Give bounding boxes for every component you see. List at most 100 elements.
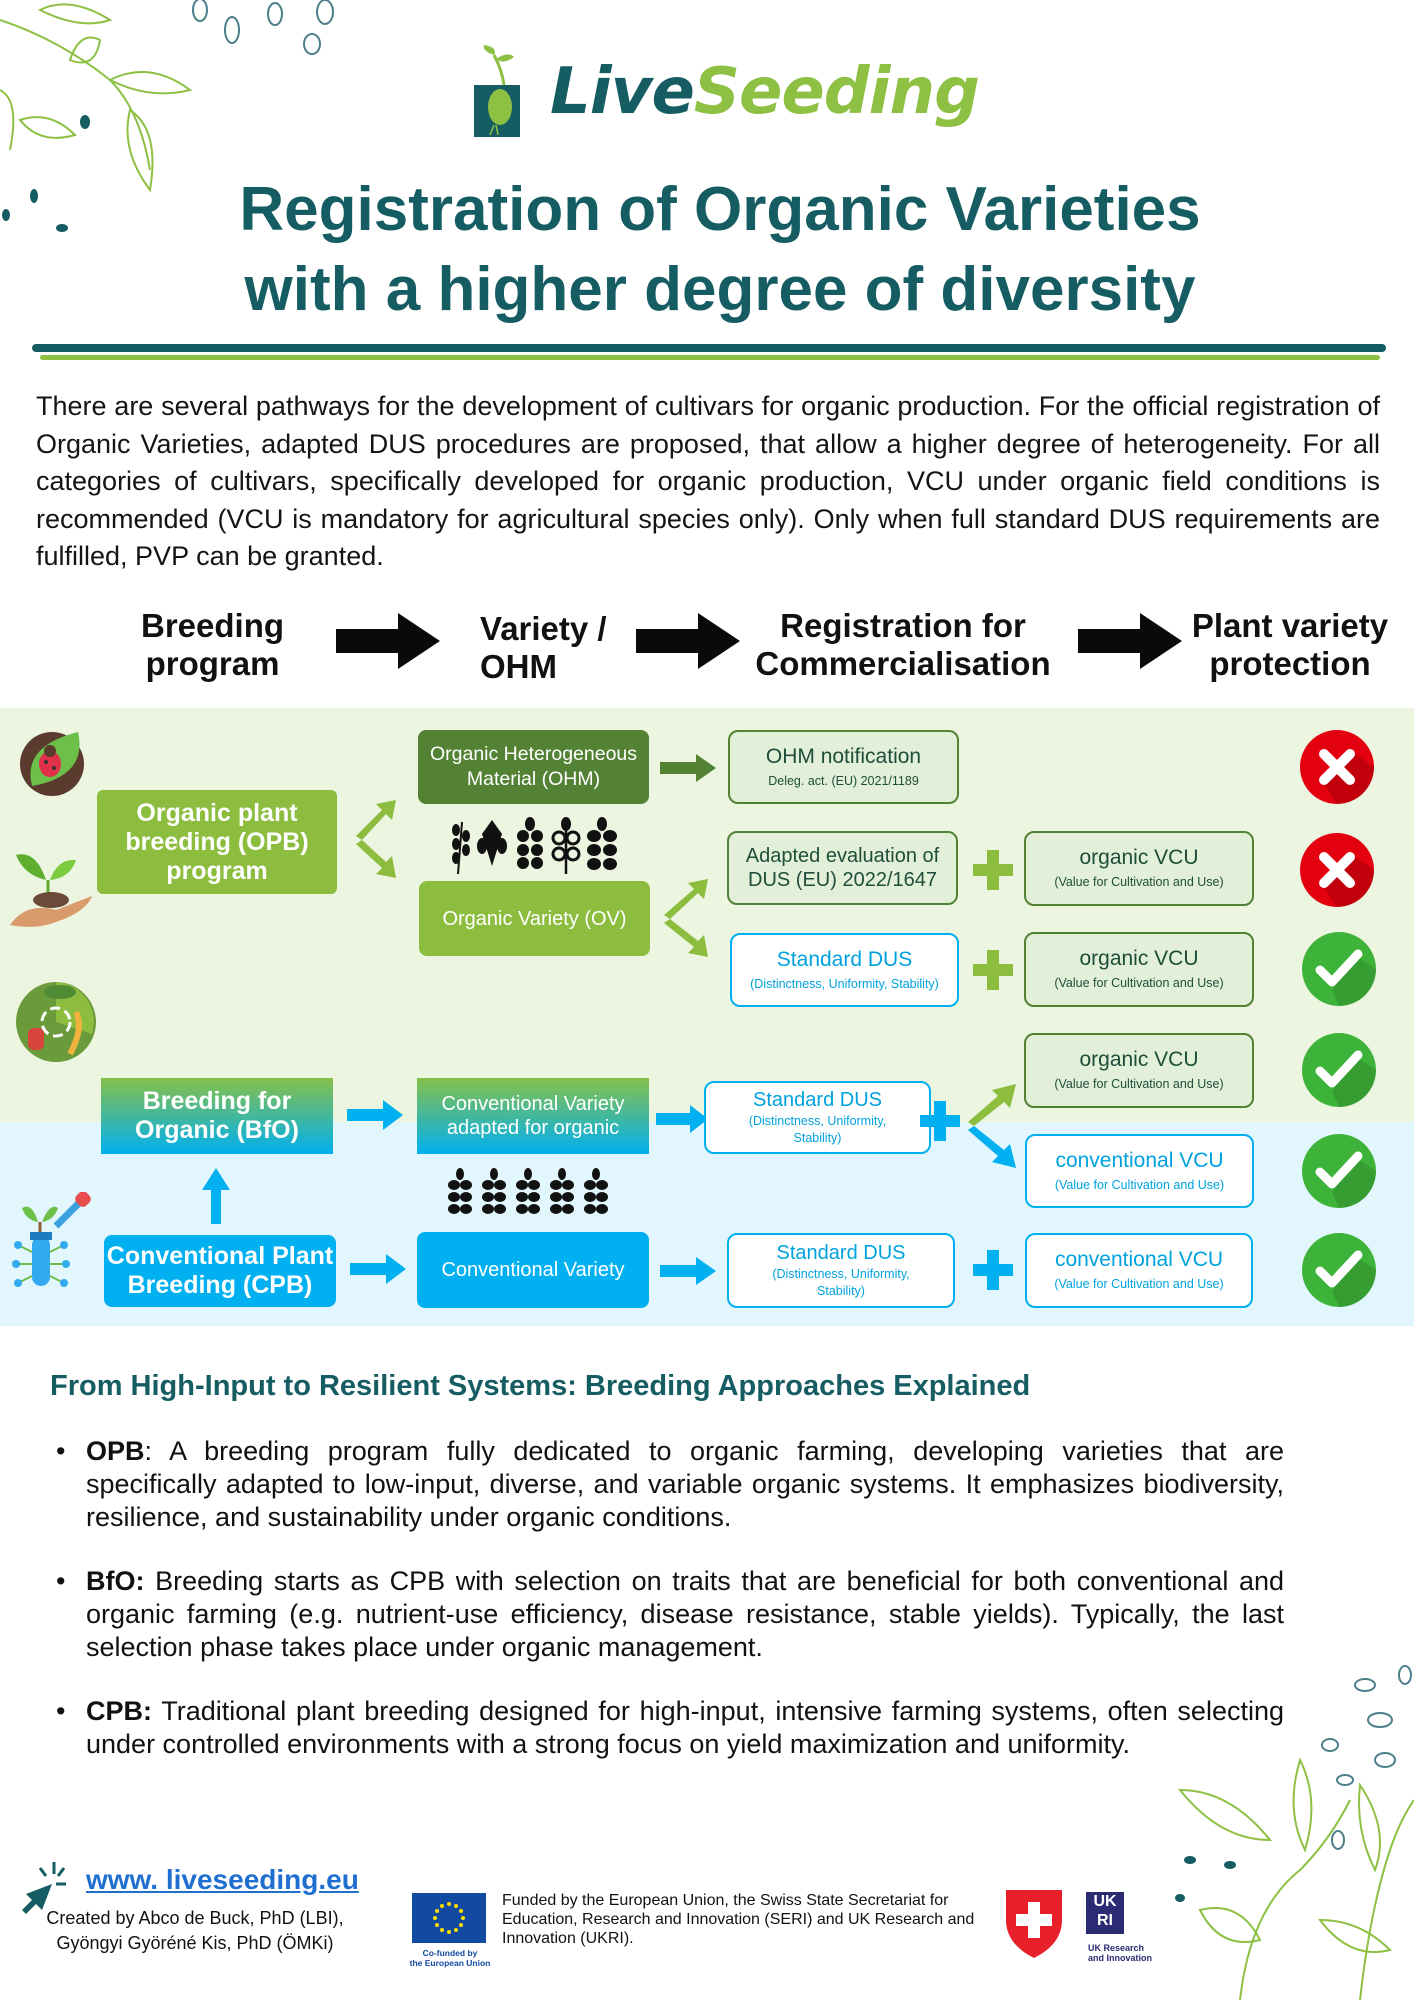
- conventional-vcu-label: conventional VCU: [1054, 1248, 1224, 1271]
- organic-vcu-sub: (Value for Cultivation and Use): [1054, 976, 1224, 990]
- bfo-program-box: Breeding for Organic (BfO): [101, 1078, 333, 1154]
- ov-variety-label: Organic Variety (OV): [442, 907, 627, 930]
- arrow-right-icon: [660, 754, 716, 782]
- leaf-branch-icon: [1175, 1665, 1414, 2000]
- opb-program-box: Organic plant breeding (OPB) program: [97, 790, 337, 894]
- cpb-standard-dus-sub: (Distinctness, Uniformity, Stability): [772, 1266, 910, 1298]
- arrow-right-icon: [1078, 613, 1182, 669]
- brand-name: LiveSeeding: [550, 55, 980, 129]
- plus-icon: [973, 850, 1013, 890]
- organic-vcu-label: organic VCU: [1079, 1048, 1199, 1071]
- cpb-program-label: Conventional Plant Breeding (CPB): [106, 1242, 334, 1299]
- definition-bfo: Breeding starts as CPB with selection on…: [86, 1566, 1284, 1662]
- lab-plant-dropper-icon: [12, 1192, 91, 1287]
- wheat-icon: [517, 817, 543, 869]
- cross-icon: [1300, 833, 1374, 907]
- eu-caption-line: Co-funded by: [422, 1948, 478, 1958]
- list-item-cpb: • CPB: Traditional plant breeding design…: [56, 1695, 1284, 1761]
- term-cpb: CPB:: [86, 1696, 152, 1726]
- bfo-standard-dus-sub: (Distinctness, Uniformity, Stability): [748, 1113, 887, 1145]
- wheat-icon: [584, 1168, 608, 1214]
- arrow-right-icon: [656, 1105, 708, 1133]
- term-separator: :: [144, 1436, 153, 1466]
- cv-adapted-variety-label: Conventional Variety adapted for organic: [441, 1093, 625, 1139]
- leaf-branch-icon: [0, 0, 334, 232]
- eu-cofunded-caption: Co-funded by the European Union: [404, 1948, 496, 1968]
- bfo-standard-dus-box: Standard DUS (Distinctness, Uniformity, …: [704, 1081, 931, 1154]
- eu-stars-icon: [433, 1902, 465, 1934]
- ohm-notification-act: Deleg. act. (EU) 2021/1189: [768, 773, 919, 788]
- crop-rotation-icon: [16, 982, 96, 1062]
- wheat-diverse-icons: [444, 816, 620, 875]
- wheat-icon: [516, 1168, 540, 1214]
- organic-vcu-label: organic VCU: [1079, 846, 1199, 869]
- wheat-icon: [452, 821, 470, 875]
- ukri-caption: UK Research and Innovation: [1088, 1943, 1152, 1963]
- split-arrow-icon: [664, 879, 708, 957]
- plus-icon: [973, 950, 1013, 990]
- standard-dus-box: Standard DUS (Distinctness, Uniformity, …: [730, 933, 959, 1007]
- organic-vcu-box-1: organic VCU (Value for Cultivation and U…: [1024, 831, 1254, 906]
- cv-adapted-variety-box: Conventional Variety adapted for organic: [417, 1078, 649, 1154]
- organic-vcu-sub: (Value for Cultivation and Use): [1054, 1077, 1224, 1091]
- wheat-icon: [550, 1168, 574, 1214]
- cpb-standard-dus-label: Standard DUS: [776, 1241, 906, 1264]
- bfo-standard-dus-label: Standard DUS: [753, 1088, 882, 1111]
- list-item-opb: • OPB: A breeding program fully dedicate…: [56, 1435, 1284, 1534]
- credits-line-2: Gyöngyi Györéné Kis, PhD (ÖMKi): [56, 1933, 334, 1953]
- ohm-variety-label: Organic Heterogeneous Material (OHM): [429, 743, 638, 790]
- wheat-uniform-icons: [448, 1168, 608, 1218]
- cv-variety-label: Conventional Variety: [441, 1259, 625, 1281]
- ohm-notification-label: OHM notification: [765, 744, 922, 768]
- organic-vcu-box-2: organic VCU (Value for Cultivation and U…: [1024, 932, 1254, 1007]
- cursor-click-icon: [22, 1862, 66, 1914]
- section-title: From High-Input to Resilient Systems: Br…: [50, 1370, 1031, 1402]
- funding-statement: Funded by the European Union, the Swiss …: [502, 1892, 975, 1947]
- cross-icon: [1300, 730, 1374, 804]
- conventional-vcu-label: conventional VCU: [1055, 1148, 1224, 1172]
- cv-variety-box: Conventional Variety: [417, 1232, 649, 1308]
- wheat-icon: [587, 817, 617, 870]
- bullet-icon: •: [56, 1566, 66, 1596]
- adapted-dus-label: Adapted evaluation of DUS (EU) 2022/1647: [745, 845, 940, 891]
- brand-name-part1: Live: [550, 55, 695, 129]
- column-header-breeding-program: Breeding program: [120, 607, 305, 683]
- brand-name-part2: Seeding: [693, 55, 980, 129]
- column-header-line: protection: [1209, 645, 1371, 682]
- split-arrow-icon: [356, 800, 396, 878]
- column-header-line: Breeding: [140, 607, 285, 644]
- column-header-plant-variety-protection: Plant variety protection: [1180, 607, 1400, 683]
- arrow-up-right-icon: [968, 1084, 1016, 1126]
- definition-opb: A breeding program fully dedicated to or…: [86, 1436, 1284, 1532]
- check-icon: [1302, 932, 1376, 1006]
- breeding-approaches-list: • OPB: A breeding program fully dedicate…: [56, 1435, 1284, 1792]
- plus-icon: [973, 1250, 1013, 1290]
- adapted-dus-box: Adapted evaluation of DUS (EU) 2022/1647: [727, 831, 958, 905]
- bullet-icon: •: [56, 1436, 66, 1466]
- ukri-logo: UK RI: [1086, 1892, 1124, 1934]
- ohm-variety-box: Organic Heterogeneous Material (OHM): [418, 730, 649, 804]
- ohm-notification-box: OHM notification Deleg. act. (EU) 2021/1…: [728, 730, 959, 804]
- column-header-line: program: [145, 645, 280, 682]
- page-title: Registration of Organic Varieties with a…: [100, 170, 1340, 330]
- arrow-right-icon: [336, 613, 440, 669]
- check-icon: [1302, 1134, 1376, 1208]
- conventional-vcu-box-2: conventional VCU (Value for Cultivation …: [1025, 1233, 1253, 1308]
- title-line-1: Registration of Organic Varieties: [239, 175, 1201, 244]
- column-header-line: Plant variety: [1191, 607, 1389, 644]
- cpb-program-box: Conventional Plant Breeding (CPB): [104, 1235, 336, 1307]
- standard-dus-label: Standard DUS: [776, 947, 913, 971]
- cpb-standard-dus-box: Standard DUS (Distinctness, Uniformity, …: [727, 1233, 955, 1308]
- eu-flag-logo: [412, 1893, 486, 1943]
- credits: Created by Abco de Buck, PhD (LBI), Gyön…: [20, 1906, 370, 1956]
- eu-caption-line: the European Union: [409, 1958, 491, 1968]
- wheat-icon: [477, 820, 507, 866]
- decorative-leaves-top-left: [0, 0, 340, 240]
- column-header-line: Commercialisation: [755, 645, 1051, 682]
- check-icon: [1302, 1233, 1376, 1307]
- list-item-bfo: • BfO: Breeding starts as CPB with selec…: [56, 1565, 1284, 1664]
- ladybug-leaf-icon: [20, 732, 84, 796]
- wheat-icon: [482, 1168, 506, 1214]
- website-link[interactable]: www. liveseeding.eu: [86, 1864, 359, 1895]
- seedling-in-hand-icon: [10, 854, 92, 927]
